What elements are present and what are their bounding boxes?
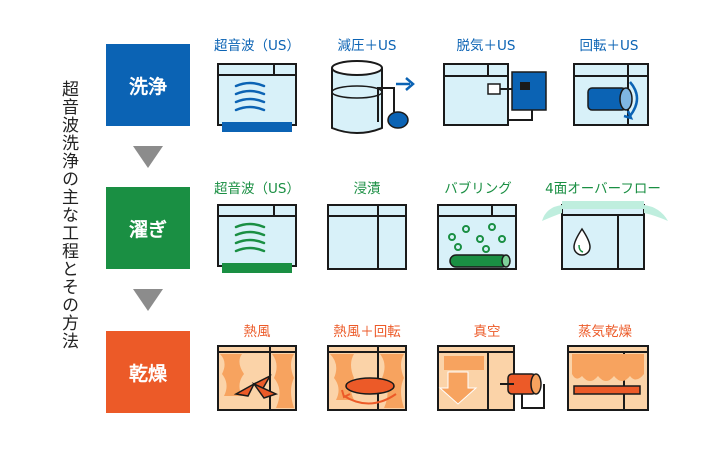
steam-dry-icon xyxy=(567,345,649,411)
method-label: 浸漬 xyxy=(353,181,381,197)
vacuum-pump-icon xyxy=(331,60,415,134)
down-arrow-icon xyxy=(133,289,163,311)
degas-unit-icon xyxy=(443,63,547,126)
method-label: 真空 xyxy=(473,324,501,340)
immersion-tank-icon xyxy=(327,204,407,270)
stage-wash: 洗浄 xyxy=(106,44,190,126)
rotation-tank-icon xyxy=(573,63,649,126)
stage-rinse: 濯ぎ xyxy=(106,187,190,269)
diagram-title: 超音波洗浄の主な工程とその方法 xyxy=(58,80,78,350)
method-label: 脱気＋US xyxy=(456,38,516,54)
method-label: 超音波（US） xyxy=(214,38,300,54)
method-label: 減圧＋US xyxy=(337,38,397,54)
method-label: 熱風＋回転 xyxy=(333,324,401,340)
method-label: バブリング xyxy=(444,181,512,197)
method-label: 蒸気乾燥 xyxy=(578,324,632,340)
overflow-tank-icon xyxy=(542,201,668,270)
ultrasonic-tank-icon xyxy=(217,204,297,273)
hot-air-fan-icon xyxy=(217,345,297,411)
method-label: 回転＋US xyxy=(579,38,639,54)
hot-air-rotation-icon xyxy=(327,345,407,411)
stage-dry: 乾燥 xyxy=(106,331,190,413)
bubbling-tank-icon xyxy=(437,204,517,270)
method-label: 4面オーバーフロー xyxy=(545,181,661,197)
down-arrow-icon xyxy=(133,146,163,168)
ultrasonic-tank-icon xyxy=(217,63,297,132)
vacuum-dry-icon xyxy=(437,345,545,411)
method-label: 超音波（US） xyxy=(214,181,300,197)
method-label: 熱風 xyxy=(243,324,271,340)
